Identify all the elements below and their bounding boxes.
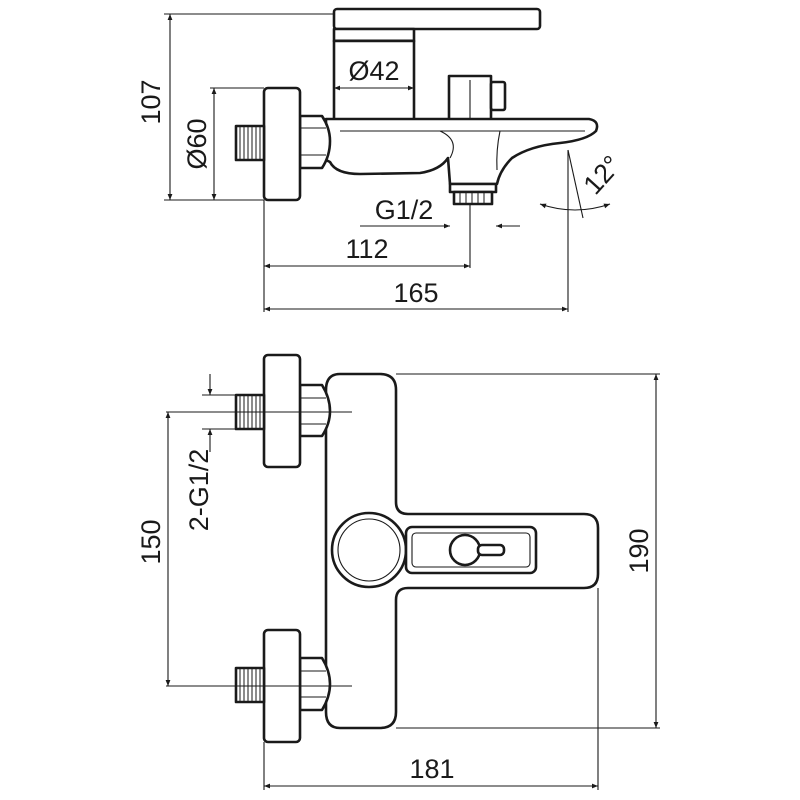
inlet-thread-side <box>234 124 266 162</box>
dim-outlet-distance: 112 <box>345 234 388 264</box>
hex-nut-side <box>298 114 332 170</box>
angle-arc <box>539 203 611 211</box>
wall-flange-top <box>262 353 302 469</box>
dim-outlet-thread: G1/2 <box>375 195 434 225</box>
dim-inlet-spacing: 150 <box>136 519 166 564</box>
hex-nut-top <box>298 383 332 438</box>
dim-angle: 12° <box>577 150 627 200</box>
dim-inlet-thread: 2-G1/2 <box>184 449 214 532</box>
handle-lever <box>332 7 542 31</box>
faucet-body-side <box>324 117 599 186</box>
wall-flange-side <box>262 86 302 202</box>
dim-height-top: 107 <box>136 79 166 124</box>
handle-collar <box>332 27 416 43</box>
dim-flange-diameter: Ø60 <box>182 118 212 169</box>
dim-depth: 165 <box>393 278 438 308</box>
side-view: 107 Ø60 Ø42 12° G1/2 112 165 <box>136 7 627 312</box>
front-view: 150 2-G1/2 190 181 <box>136 353 660 790</box>
dim-handle-diameter: Ø42 <box>348 56 399 86</box>
handle-base-front <box>330 511 408 589</box>
hex-nut-bottom <box>298 656 332 712</box>
dim-width: 181 <box>409 754 454 784</box>
inlet-thread-bottom <box>234 666 266 704</box>
dim-body-height: 190 <box>624 528 654 573</box>
diverter-front <box>448 533 482 567</box>
